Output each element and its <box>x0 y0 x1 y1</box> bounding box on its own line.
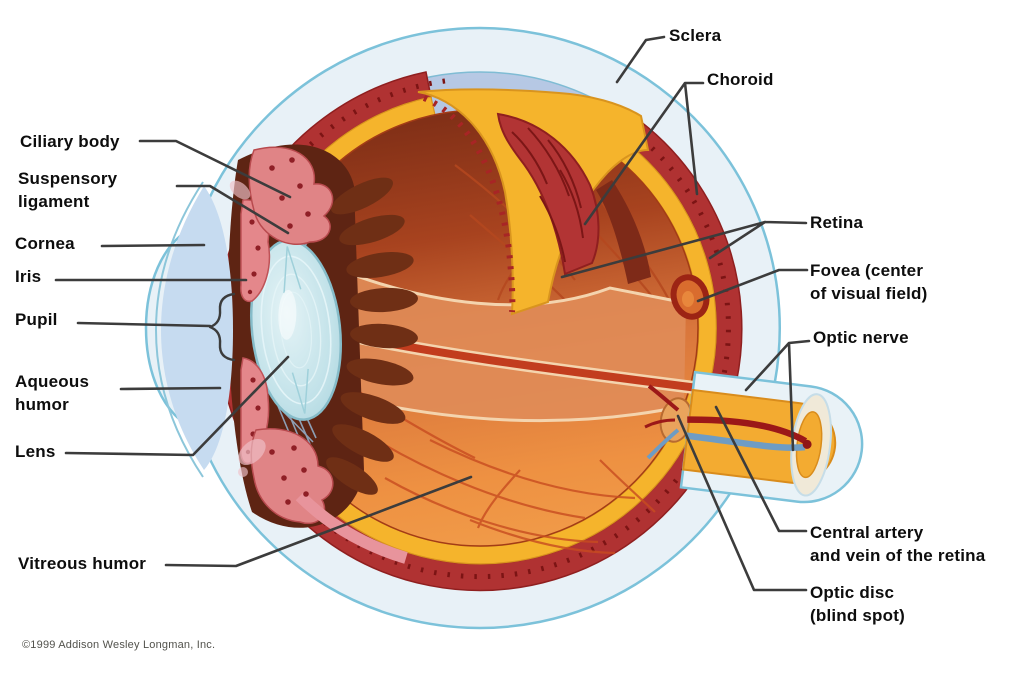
label-aqueous-humor: Aqueous humor <box>15 372 90 414</box>
label-sclera: Sclera <box>669 26 722 45</box>
label-vitreous-humor: Vitreous humor <box>18 554 147 573</box>
leader-aqueous <box>119 386 222 391</box>
central-vein <box>684 432 806 451</box>
label-optic-disc: Optic disc (blind spot) <box>810 583 905 625</box>
flap-choroid-wrinkles <box>511 127 584 263</box>
label-central-artery-vein: Central artery and vein of the retina <box>810 523 986 565</box>
label-pupil: Pupil <box>15 310 58 329</box>
copyright-notice: ©1999 Addison Wesley Longman, Inc. <box>22 639 216 651</box>
label-iris: Iris <box>15 267 42 286</box>
flap-choroid-mass <box>496 112 600 276</box>
leader-fovea <box>696 268 809 303</box>
label-optic-nerve: Optic nerve <box>813 328 909 347</box>
cornea-inner-line <box>154 181 204 478</box>
aqueous-chamber <box>161 186 233 470</box>
leader-vitreous <box>164 475 473 568</box>
label-lens: Lens <box>15 442 56 461</box>
flap-shadow-pocket <box>596 180 651 284</box>
leader-sclera <box>615 35 666 84</box>
retina-choroid-flap <box>417 88 651 316</box>
sclera-highlights <box>229 180 266 477</box>
leader-lens <box>64 355 290 457</box>
optic-nerve <box>679 370 864 504</box>
leader-optic-disc <box>676 414 808 592</box>
label-ciliary-body: Ciliary body <box>20 132 120 151</box>
leader-lines <box>54 35 811 592</box>
ciliary-processes <box>326 177 418 495</box>
leader-central-artery <box>714 405 808 533</box>
central-artery <box>687 416 808 444</box>
eyeball <box>144 26 864 630</box>
pupil-brace <box>208 292 236 362</box>
ciliary-body <box>248 146 408 564</box>
label-choroid: Choroid <box>707 70 774 89</box>
leader-optic-nerve <box>744 339 811 452</box>
leader-pupil <box>76 321 212 328</box>
leader-suspensory <box>175 184 290 235</box>
label-retina: Retina <box>810 213 864 232</box>
leader-retina <box>560 220 808 279</box>
vitreous-cut-face <box>322 264 699 423</box>
label-cornea: Cornea <box>15 234 75 253</box>
leader-cornea <box>100 243 206 248</box>
label-suspensory-ligament: Suspensory ligament <box>18 169 118 211</box>
fovea <box>670 274 710 320</box>
leader-choroid <box>583 81 705 226</box>
leader-ciliary-body <box>138 139 292 199</box>
label-fovea: Fovea (center of visual field) <box>810 261 928 303</box>
